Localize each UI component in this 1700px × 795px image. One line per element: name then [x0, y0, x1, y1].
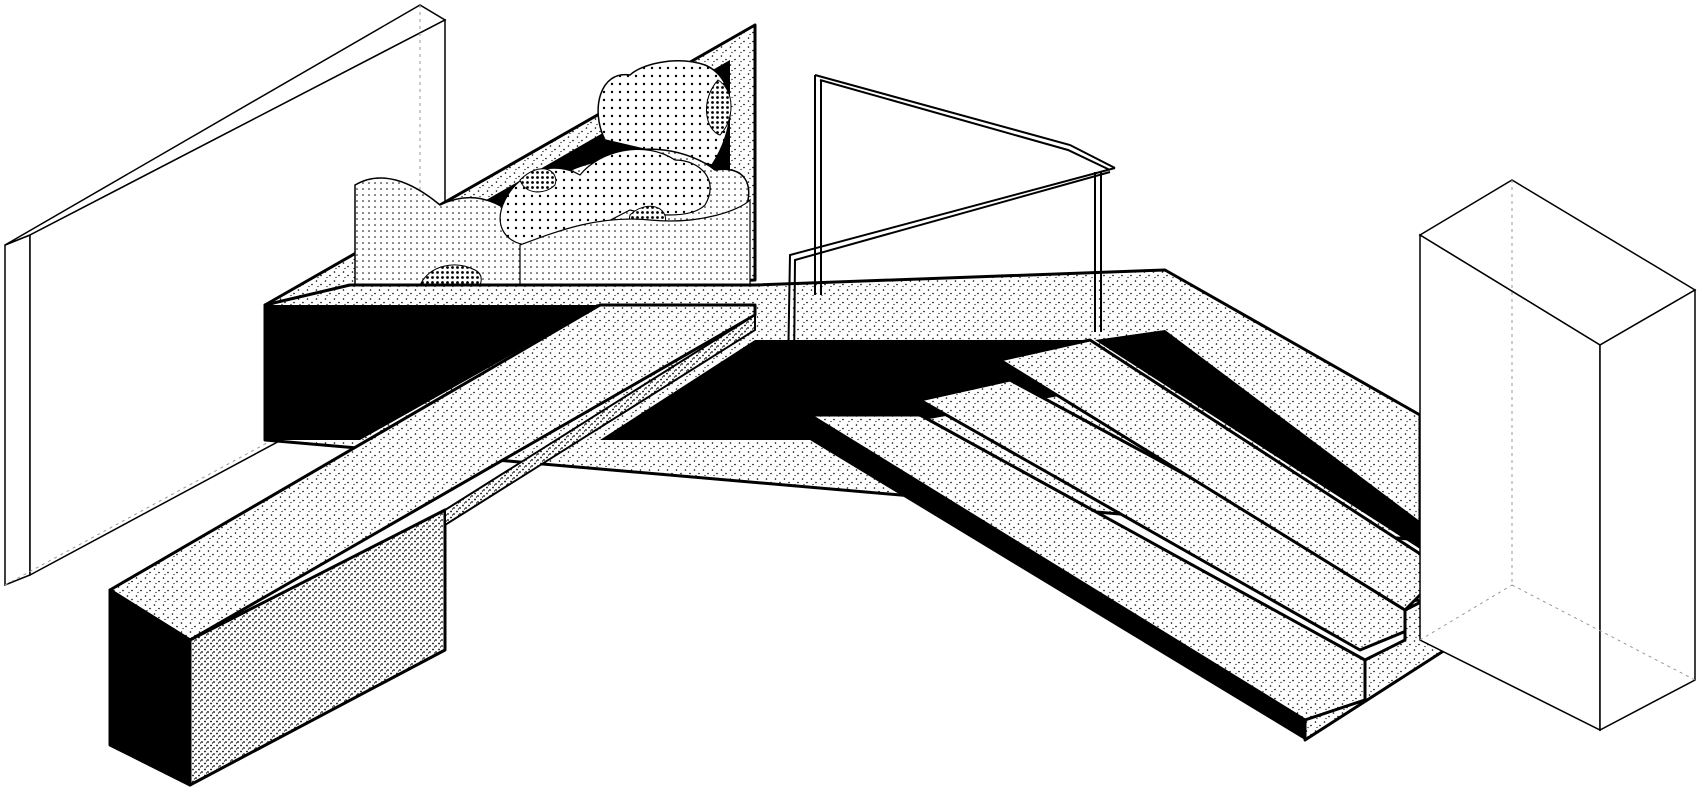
steps	[808, 330, 1447, 742]
planter-foliage	[354, 60, 751, 286]
right-box	[1418, 179, 1697, 732]
bench-walkway	[108, 303, 757, 787]
handrail	[787, 74, 1116, 371]
left-wall-panel	[4, 4, 447, 587]
